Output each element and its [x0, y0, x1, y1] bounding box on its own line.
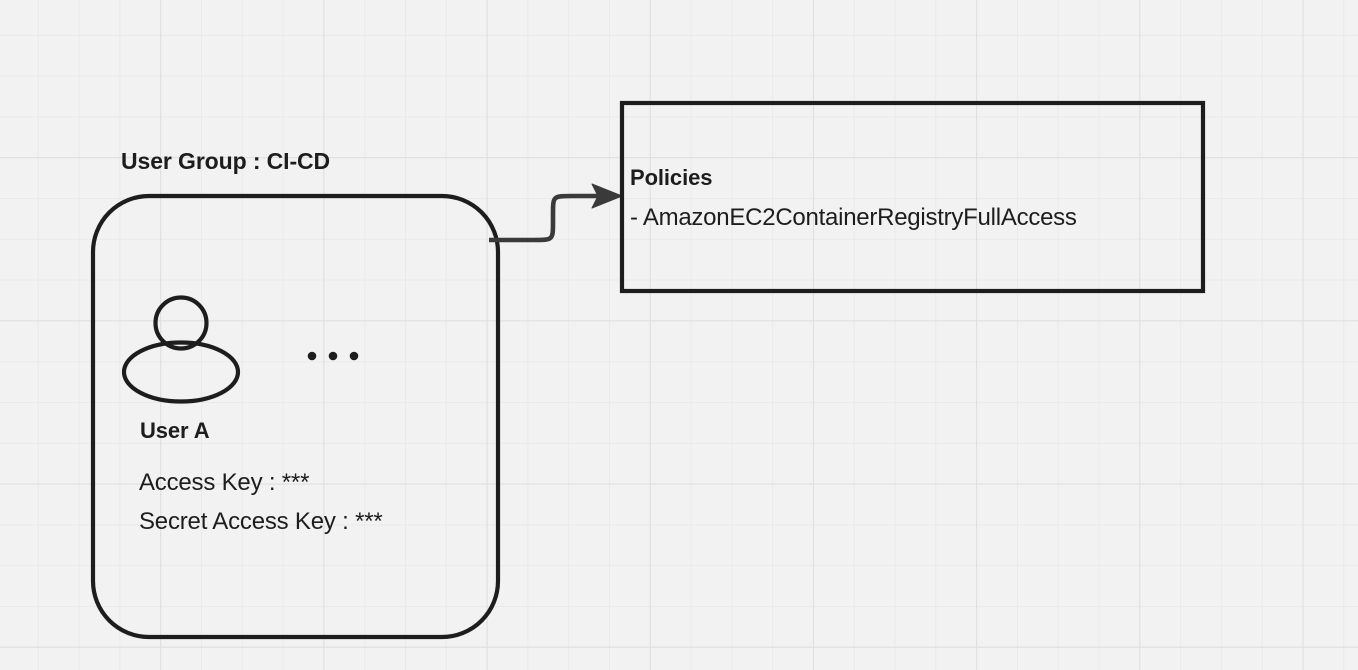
connector-line — [489, 193, 600, 243]
arrow-right-icon — [591, 183, 623, 209]
policies-title: Policies — [630, 165, 713, 190]
secret-access-key-label: Secret Access Key : *** — [139, 508, 383, 535]
access-key-label: Access Key : *** — [139, 469, 310, 496]
more-users-ellipsis-icon — [307, 351, 359, 361]
user-group-title: User Group : CI-CD — [121, 148, 331, 174]
user-name-label: User A — [140, 418, 210, 443]
user-group-container[interactable] — [90, 193, 501, 640]
policies-container[interactable] — [619, 100, 1206, 294]
person-body-icon — [121, 340, 241, 404]
policy-item: - AmazonEC2ContainerRegistryFullAccess — [630, 204, 1077, 231]
person-head-icon — [153, 295, 209, 351]
